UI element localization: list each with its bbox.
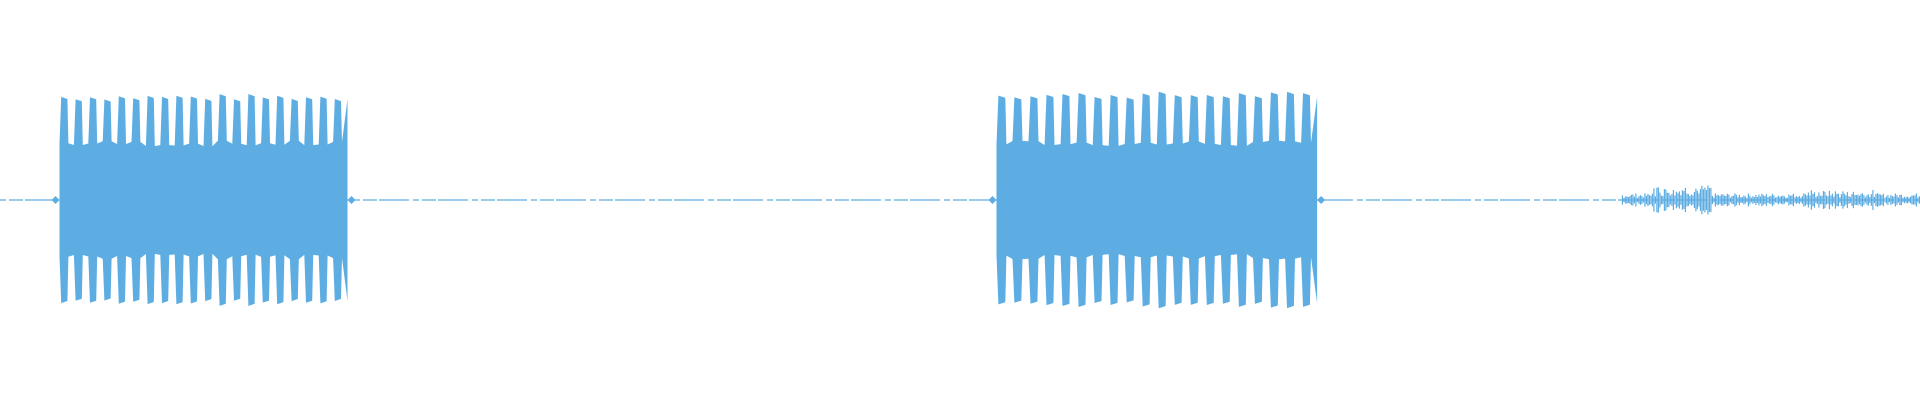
burst-tail <box>988 196 997 204</box>
burst-tail <box>347 196 356 204</box>
burst-envelope <box>996 91 1318 309</box>
waveform-burst <box>51 94 356 306</box>
waveform-burst <box>988 91 1326 309</box>
waveform-noise <box>1621 185 1920 215</box>
burst-tail <box>51 196 60 204</box>
burst-envelope <box>59 94 348 306</box>
burst-tail <box>1317 196 1326 204</box>
